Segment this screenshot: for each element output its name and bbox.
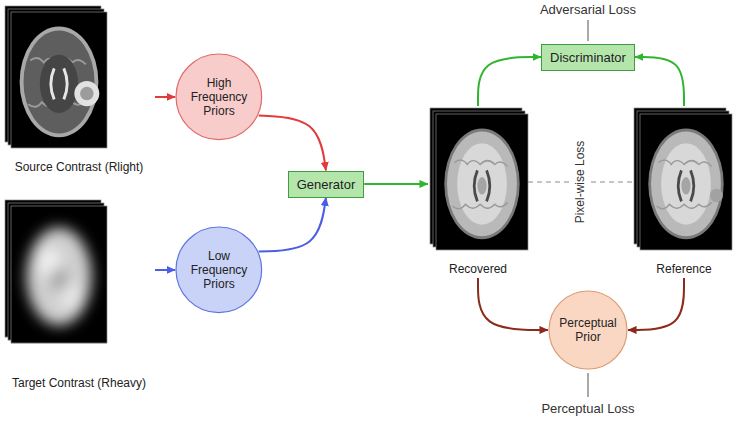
loss-tick [588, 20, 589, 41]
flow-arrow [155, 96, 175, 98]
image-stack: Recovered [428, 106, 528, 278]
image-caption: Target Contrast (Rheavy) [12, 375, 146, 392]
flow-arrow [635, 57, 684, 106]
target-image-stack [5, 200, 107, 343]
box-label: Generator [297, 177, 356, 192]
process-box: Discriminator [541, 44, 635, 71]
circle-shape [549, 291, 627, 369]
loss-tick [588, 373, 589, 397]
flow-arrow [155, 269, 175, 271]
image-caption: Source Contrast (Rlight) [15, 159, 144, 176]
flow-arrow [259, 198, 326, 252]
flow-arrow [628, 278, 684, 330]
reference-image-stack [634, 108, 732, 250]
image-caption: Reference [656, 261, 711, 278]
image-stack: Target Contrast (Rheavy) [3, 196, 155, 392]
circle-label: Low Frequency Priors [184, 249, 254, 291]
prior-circle: Low Frequency Priors [175, 226, 263, 314]
prior-circle: Perceptual Prior [548, 290, 628, 370]
flow-arrow [364, 183, 428, 185]
image-caption: Recovered [449, 261, 507, 278]
loss-label: Adversarial Loss [540, 2, 636, 17]
loss-label: Pixel-wise Loss [573, 138, 587, 227]
image-stack: Reference [632, 106, 736, 278]
circle-label: Perceptual Prior [556, 316, 620, 344]
circle-label: High Frequency Priors [184, 76, 254, 118]
prior-circle: High Frequency Priors [175, 53, 263, 141]
source-image-stack [5, 6, 107, 148]
process-box: Generator [288, 171, 365, 198]
flow-arrow [478, 57, 541, 106]
image-stack: Source Contrast (Rlight) [3, 4, 155, 176]
flow-arrow [478, 278, 548, 330]
flow-arrow [259, 116, 326, 171]
circle-shape [176, 54, 262, 140]
circle-shape [176, 227, 262, 313]
loss-label: Perceptual Loss [541, 401, 634, 416]
box-label: Discriminator [550, 50, 626, 65]
recovered-image-stack [430, 108, 528, 250]
